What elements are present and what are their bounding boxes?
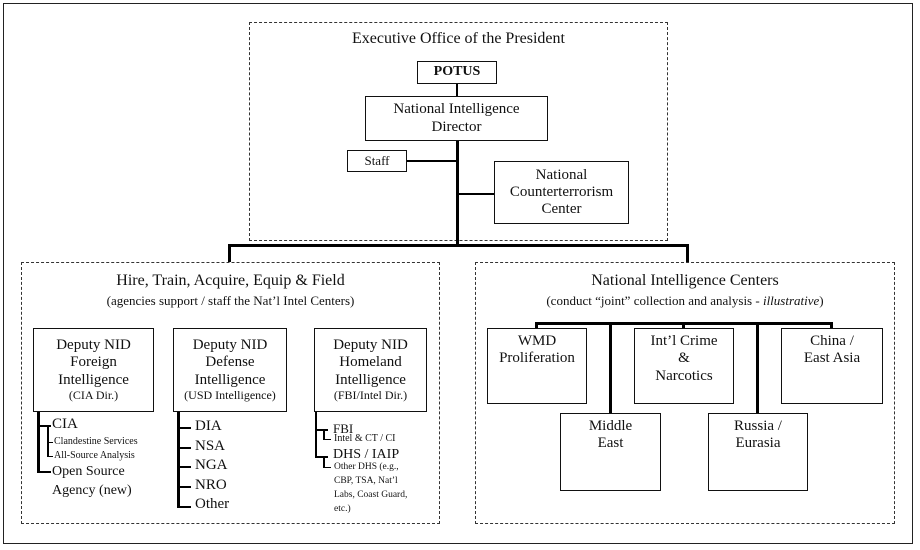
agency-all-source: All-Source Analysis [54,450,135,461]
center-crime-box: Int’l Crime & Narcotics [634,328,734,404]
intel-centers-subtitle-main: (conduct “joint” collection and analysis… [546,293,763,308]
connector [682,322,685,329]
deputy-defense-sub: (USD Intelligence) [184,387,276,402]
center-mideast-line1: Middle [588,418,633,434]
center-wmd-line2: Proliferation [499,350,575,367]
deputy-homeland-sub: (FBI/Intel Dir.) [333,387,408,402]
center-russia-line2: Eurasia [735,435,781,452]
agency-open-source: Open Source [52,464,125,479]
connector [47,442,53,443]
deputy-homeland-line2: Homeland [339,354,402,371]
center-russia-line1: Russia / [734,418,782,434]
connector [315,429,328,431]
connector [323,458,325,468]
connector [756,322,759,413]
agency-dhs-iaip: DHS / IAIP [333,447,400,462]
agency-dia: DIA [195,418,222,434]
center-mideast-line2: East [597,435,624,452]
hire-train-title: Hire, Train, Acquire, Equip & Field [116,272,345,289]
center-mideast-box: Middle East [560,413,661,491]
nid-box: National Intelligence Director [365,96,548,141]
center-crime-line1: Int’l Crime [650,333,718,349]
connector [323,439,331,440]
connector [456,193,494,195]
center-crime-line2: & [678,350,690,367]
agency-other-dhs-line1: Other DHS (e.g., [334,462,399,472]
agency-nro: NRO [195,477,227,493]
intel-centers-subtitle-end: ) [819,293,824,308]
deputy-homeland-line3: Intelligence [335,371,406,388]
connector [323,431,325,440]
deputy-foreign-sub: (CIA Dir.) [68,387,119,402]
connector [37,425,51,427]
intel-centers-title: National Intelligence Centers [591,272,779,289]
connector [37,471,51,473]
nctc-box: National Counterterrorism Center [494,161,629,224]
diagram-frame [3,3,913,544]
intel-centers-panel [475,262,895,524]
connector [406,160,458,162]
staff-box: Staff [347,150,407,172]
deputy-foreign-line3: Intelligence [58,371,129,388]
nid-label-line1: National Intelligence [393,101,520,118]
deputy-defense-box: Deputy NID Defense Intelligence (USD Int… [173,328,287,412]
agency-other-dhs-line4: etc.) [334,504,351,514]
deputy-foreign-line2: Foreign [70,354,117,371]
connector [315,412,317,458]
connector [177,412,180,508]
connector [177,447,191,449]
connector [177,466,191,468]
agency-nga: NGA [195,457,228,473]
agency-intel-ct-ci: Intel & CT / CI [334,433,396,444]
agency-fbi: FBI [333,421,354,436]
agency-clandestine: Clandestine Services [54,436,138,447]
connector [228,244,689,247]
connector [228,244,231,262]
deputy-defense-line3: Intelligence [194,371,266,388]
center-russia-box: Russia / Eurasia [708,413,808,491]
agency-other: Other [195,496,230,512]
hire-train-subtitle: (agencies support / staff the Nat’l Inte… [106,293,355,308]
connector [177,427,191,429]
connector [37,412,40,472]
nctc-label-line1: National [535,166,588,183]
deputy-defense-line2: Defense [205,354,255,371]
intel-centers-subtitle-italic: illustrative [762,293,820,308]
center-wmd-box: WMD Proliferation [487,328,587,404]
nctc-label-line3: Center [541,201,582,218]
agency-open-source-new: Agency (new) [52,483,132,498]
potus-label: POTUS [433,64,481,80]
nid-label-line2: Director [431,118,482,135]
agency-cia: CIA [52,416,78,432]
deputy-homeland-box: Deputy NID Homeland Intelligence (FBI/In… [314,328,427,412]
deputy-homeland-line1: Deputy NID [333,337,408,354]
hire-train-panel [21,262,440,524]
center-china-line2: East Asia [803,350,861,367]
connector [830,322,833,329]
agency-nsa: NSA [195,438,226,454]
connector [323,467,331,468]
deputy-defense-line1: Deputy NID [192,337,268,354]
center-china-box: China / East Asia [781,328,883,404]
nctc-label-line2: Counterterrorism [509,183,614,200]
connector [315,456,328,458]
connector [177,486,191,488]
agency-other-dhs-line3: Labs, Coast Guard, [334,490,408,500]
center-crime-line3: Narcotics [655,367,713,384]
connector [609,322,612,413]
staff-label: Staff [364,152,390,168]
center-china-line1: China / [810,333,854,349]
connector [535,322,538,329]
agency-other-dhs-line2: CBP, TSA, Nat’l [334,476,398,486]
connector [686,244,689,262]
potus-box: POTUS [417,61,497,84]
connector [47,456,53,457]
connector [177,506,191,508]
connector [456,84,458,97]
center-wmd-line1: WMD [517,333,557,349]
intel-centers-subtitle: (conduct “joint” collection and analysis… [475,293,895,309]
deputy-foreign-line1: Deputy NID [56,337,131,354]
executive-office-title: Executive Office of the President [352,30,565,47]
deputy-foreign-box: Deputy NID Foreign Intelligence (CIA Dir… [33,328,154,412]
